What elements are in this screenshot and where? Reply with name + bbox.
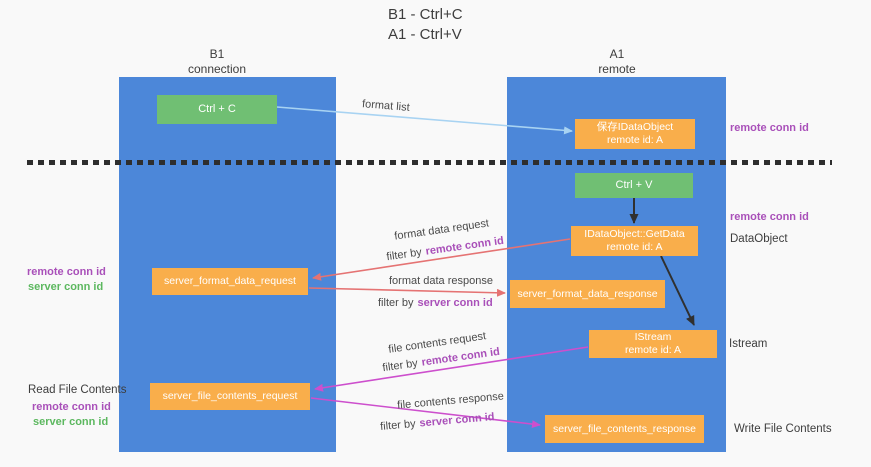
- getdata-line2: remote id: A: [606, 241, 663, 253]
- filter-by-prefix: filter by: [379, 417, 417, 433]
- istream-side-label: Istream: [729, 338, 768, 350]
- column-b1-name: B1: [209, 47, 225, 61]
- read-file-contents-label: Read File Contents: [28, 384, 127, 396]
- format-data-response-arrow: [308, 287, 506, 297]
- server-format-data-response-label: server_format_data_response: [517, 287, 658, 300]
- server-file-contents-response-box: server_file_contents_response: [545, 415, 704, 443]
- server-conn-id-text: server conn id: [419, 411, 495, 430]
- getdata-line1: IDataObject::GetData: [584, 228, 685, 240]
- phase-separator-dashed-line: [27, 160, 832, 165]
- save-idataobject-line2: remote id: A: [606, 134, 664, 146]
- server-file-contents-response-label: server_file_contents_response: [552, 422, 696, 435]
- right-remote-conn-id-label-1: remote conn id: [730, 122, 809, 134]
- istream-line2: remote id: A: [624, 344, 682, 356]
- save-idataobject-box: 保存IDataObject remote id: A: [575, 119, 695, 149]
- left-server-conn-id-label-1: server conn id: [28, 281, 104, 293]
- server-format-data-request-box: server_format_data_request: [152, 268, 308, 295]
- left-remote-conn-id-label-1: remote conn id: [27, 266, 106, 278]
- server-format-data-request-label: server_format_data_request: [164, 275, 296, 287]
- istream-line1: IStream: [634, 331, 672, 343]
- server-file-contents-request-label: server_file_contents_request: [162, 390, 298, 402]
- ctrl-c-label: Ctrl + C: [198, 103, 236, 115]
- column-b1-subtitle: connection: [187, 62, 247, 76]
- title-line-2: A1 - Ctrl+V: [388, 26, 462, 43]
- title-line-1: B1 - Ctrl+C: [388, 6, 463, 23]
- ctrl-c-box: Ctrl + C: [157, 95, 277, 124]
- format-list-label: format list: [361, 98, 411, 114]
- server-format-data-response-box: server_format_data_response: [510, 280, 665, 308]
- server-file-contents-request-box: server_file_contents_request: [150, 383, 310, 410]
- column-a1-name: A1: [609, 47, 625, 61]
- right-remote-conn-id-label-2: remote conn id: [730, 211, 809, 223]
- column-a1-subtitle: remote: [598, 62, 636, 76]
- left-server-conn-id-label-2: server conn id: [33, 416, 109, 428]
- idataobject-getdata-box: IDataObject::GetData remote id: A: [571, 226, 698, 256]
- format-data-response-label: format data response: [389, 275, 493, 287]
- ctrl-v-label: Ctrl + V: [615, 179, 653, 191]
- remote-conn-id-text: remote conn id: [424, 234, 505, 258]
- dataobject-label: DataObject: [730, 233, 788, 245]
- filter-by-prefix: filter by: [381, 357, 419, 375]
- column-header-a1: A1 remote: [557, 47, 677, 77]
- file-contents-response-label: file contents response: [396, 390, 505, 412]
- filter-by-prefix: filter by: [385, 246, 423, 264]
- column-header-b1: B1 connection: [157, 47, 277, 77]
- istream-box: IStream remote id: A: [589, 330, 717, 358]
- left-remote-conn-id-label-2: remote conn id: [32, 401, 111, 413]
- ctrl-v-box: Ctrl + V: [575, 173, 693, 198]
- diagram-title: B1 - Ctrl+C A1 - Ctrl+V: [388, 5, 463, 45]
- save-idataobject-line1: 保存IDataObject: [596, 121, 674, 133]
- server-conn-id-text: server conn id: [417, 297, 493, 309]
- write-file-contents-label: Write File Contents: [734, 423, 832, 435]
- filter-by-prefix: filter by: [378, 297, 414, 309]
